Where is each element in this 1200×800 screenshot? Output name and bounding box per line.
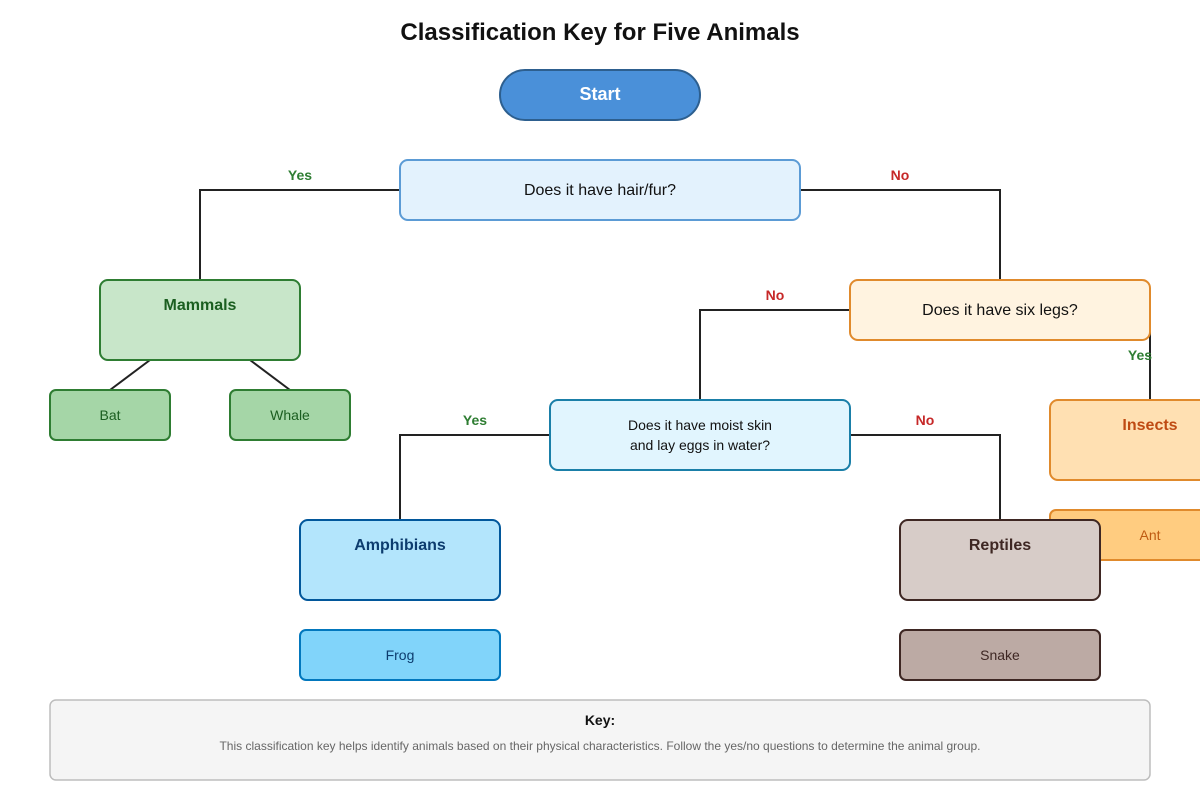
amphibians-group: Amphibians — [299, 519, 501, 601]
mammals-group: Mammals — [99, 279, 301, 361]
key-box — [49, 699, 1151, 781]
connector-hair-yes — [199, 189, 400, 280]
key-title: Key: — [585, 712, 615, 728]
animal-frog: Frog — [299, 629, 501, 681]
edge-label-legs-yes: Yes — [1128, 347, 1152, 363]
connectors — [109, 189, 1151, 520]
amphibians-label: Amphibians — [354, 537, 446, 554]
animal-snake-box — [899, 629, 1101, 681]
start-node-label: Start — [579, 84, 620, 104]
animal-snake-label: Snake — [980, 647, 1020, 663]
animal-ant-label: Ant — [1139, 527, 1160, 543]
key-description: This classification key helps identify a… — [219, 739, 980, 753]
start-node-shape — [499, 69, 701, 121]
animal-bat-box — [49, 389, 171, 441]
animal-bat-label: Bat — [99, 407, 120, 423]
reptiles-label: Reptiles — [969, 537, 1031, 554]
question-legs-box — [849, 279, 1151, 341]
animal-frog-box — [299, 629, 501, 681]
amphibians-box — [299, 519, 501, 601]
animal-frog-label: Frog — [386, 647, 415, 663]
key-panel: Key: This classification key helps ident… — [49, 699, 1151, 781]
mammals-box — [99, 279, 301, 361]
edge-label-moist-yes: Yes — [463, 412, 487, 428]
animal-bat: Bat — [49, 389, 171, 441]
question-moist-box — [549, 399, 851, 471]
mammals-label: Mammals — [164, 297, 237, 314]
connector-mammals-bat — [109, 359, 151, 391]
reptiles-box — [899, 519, 1101, 601]
connector-hair-no — [800, 189, 1001, 280]
animal-whale-box — [229, 389, 351, 441]
question-moist-node: Does it have moist skin and lay eggs in … — [549, 399, 851, 471]
start-node: Start — [499, 69, 701, 121]
animal-whale: Whale — [229, 389, 351, 441]
question-moist-text-line2: and lay eggs in water? — [630, 437, 770, 453]
question-moist-text-line1: Does it have moist skin — [628, 417, 772, 433]
connector-moist-no — [850, 434, 1001, 520]
question-legs-node: Does it have six legs? — [849, 279, 1151, 341]
connector-legs-no — [699, 309, 850, 400]
connector-mammals-whale — [249, 359, 291, 391]
connector-moist-yes — [399, 434, 550, 520]
insects-box — [1049, 399, 1200, 481]
diagram-title: Classification Key for Five Animals — [400, 19, 799, 46]
reptiles-group: Reptiles — [899, 519, 1101, 601]
animal-whale-label: Whale — [270, 407, 310, 423]
question-hair-node: Does it have hair/fur? — [399, 159, 801, 221]
question-hair-text: Does it have hair/fur? — [524, 182, 676, 199]
question-legs-text: Does it have six legs? — [922, 302, 1078, 319]
question-hair-box — [399, 159, 801, 221]
edge-label-hair-yes: Yes — [288, 167, 312, 183]
edge-label-moist-no: No — [916, 412, 935, 428]
insects-label: Insects — [1122, 417, 1177, 434]
insects-group: Insects — [1049, 399, 1200, 481]
edge-label-hair-no: No — [891, 167, 910, 183]
animal-snake: Snake — [899, 629, 1101, 681]
edge-label-legs-no: No — [766, 287, 785, 303]
